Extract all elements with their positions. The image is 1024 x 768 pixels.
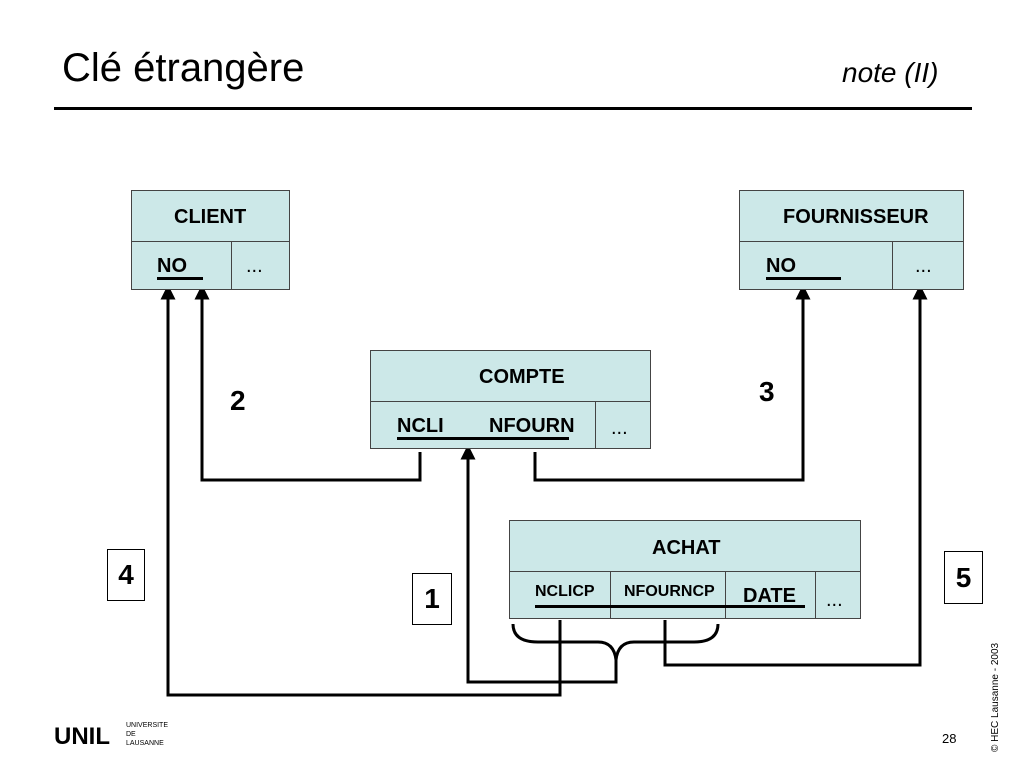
copyright-notice: © HEC Lausanne - 2003 xyxy=(990,642,1001,752)
fournisseur-attr-more: ... xyxy=(915,255,932,277)
client-attr-more: ... xyxy=(246,255,263,277)
compte-attr-ncli: NCLI xyxy=(397,415,444,437)
achat-column-divider-3 xyxy=(815,571,816,618)
arrow-achat-pair-to-compte xyxy=(460,444,618,684)
slide-subtitle: note (II) xyxy=(842,57,939,88)
compte-key-underline xyxy=(397,437,569,440)
client-divider xyxy=(132,241,289,242)
fournisseur-table: FOURNISSEUR NO ... xyxy=(739,190,964,290)
arrow-compte-ncli-to-client xyxy=(194,284,422,482)
client-column-divider xyxy=(231,241,232,289)
client-no-underline xyxy=(157,277,203,280)
compte-attr-more: ... xyxy=(611,417,628,439)
achat-key-underline xyxy=(535,605,805,608)
client-attr-no: NO xyxy=(157,255,187,277)
page-number: 28 xyxy=(942,731,957,746)
client-table: CLIENT NO ... xyxy=(131,190,290,290)
achat-attr-nclicp: NCLICP xyxy=(535,583,595,600)
arrow-compte-nfourn-to-fournisseur xyxy=(533,284,811,482)
reference-label-1: 1 xyxy=(412,573,452,625)
achat-attr-more: ... xyxy=(826,589,843,611)
achat-divider xyxy=(510,571,860,572)
achat-table: ACHAT NCLICP NFOURNCP DATE ... xyxy=(509,520,861,619)
compte-table-name: COMPTE xyxy=(479,366,565,388)
fournisseur-column-divider xyxy=(892,241,893,289)
arrow-achat-nclicp-to-client xyxy=(160,284,562,697)
slide-title: Clé étrangère xyxy=(62,46,305,90)
achat-column-divider-1 xyxy=(610,571,611,618)
fournisseur-table-name: FOURNISSEUR xyxy=(783,206,929,228)
reference-label-3: 3 xyxy=(759,376,775,407)
compte-table: COMPTE NCLI NFOURN ... xyxy=(370,350,651,449)
client-table-name: CLIENT xyxy=(174,206,247,228)
compte-divider xyxy=(371,401,650,402)
reference-label-2: 2 xyxy=(230,385,246,416)
compte-attr-nfourn: NFOURN xyxy=(489,415,575,437)
logo-line-2: DE xyxy=(126,731,136,738)
logo-mark: UNIL xyxy=(54,723,110,750)
compte-column-divider xyxy=(595,401,596,448)
fournisseur-attr-no: NO xyxy=(766,255,796,277)
achat-column-divider-2 xyxy=(725,571,726,618)
achat-attr-date: DATE xyxy=(743,585,796,607)
logo-line-3: LAUSANNE xyxy=(126,740,164,747)
fournisseur-no-underline xyxy=(766,277,841,280)
unil-logo: UNIL UNIVERSITE DE LAUSANNE xyxy=(54,712,174,755)
logo-line-1: UNIVERSITE xyxy=(126,722,168,729)
achat-table-name: ACHAT xyxy=(652,537,721,559)
fournisseur-divider xyxy=(740,241,963,242)
reference-label-5: 5 xyxy=(944,551,983,604)
achat-brace xyxy=(511,623,720,661)
achat-attr-nfourncp: NFOURNCP xyxy=(624,583,715,600)
title-divider xyxy=(54,107,972,110)
reference-label-4: 4 xyxy=(107,549,145,601)
